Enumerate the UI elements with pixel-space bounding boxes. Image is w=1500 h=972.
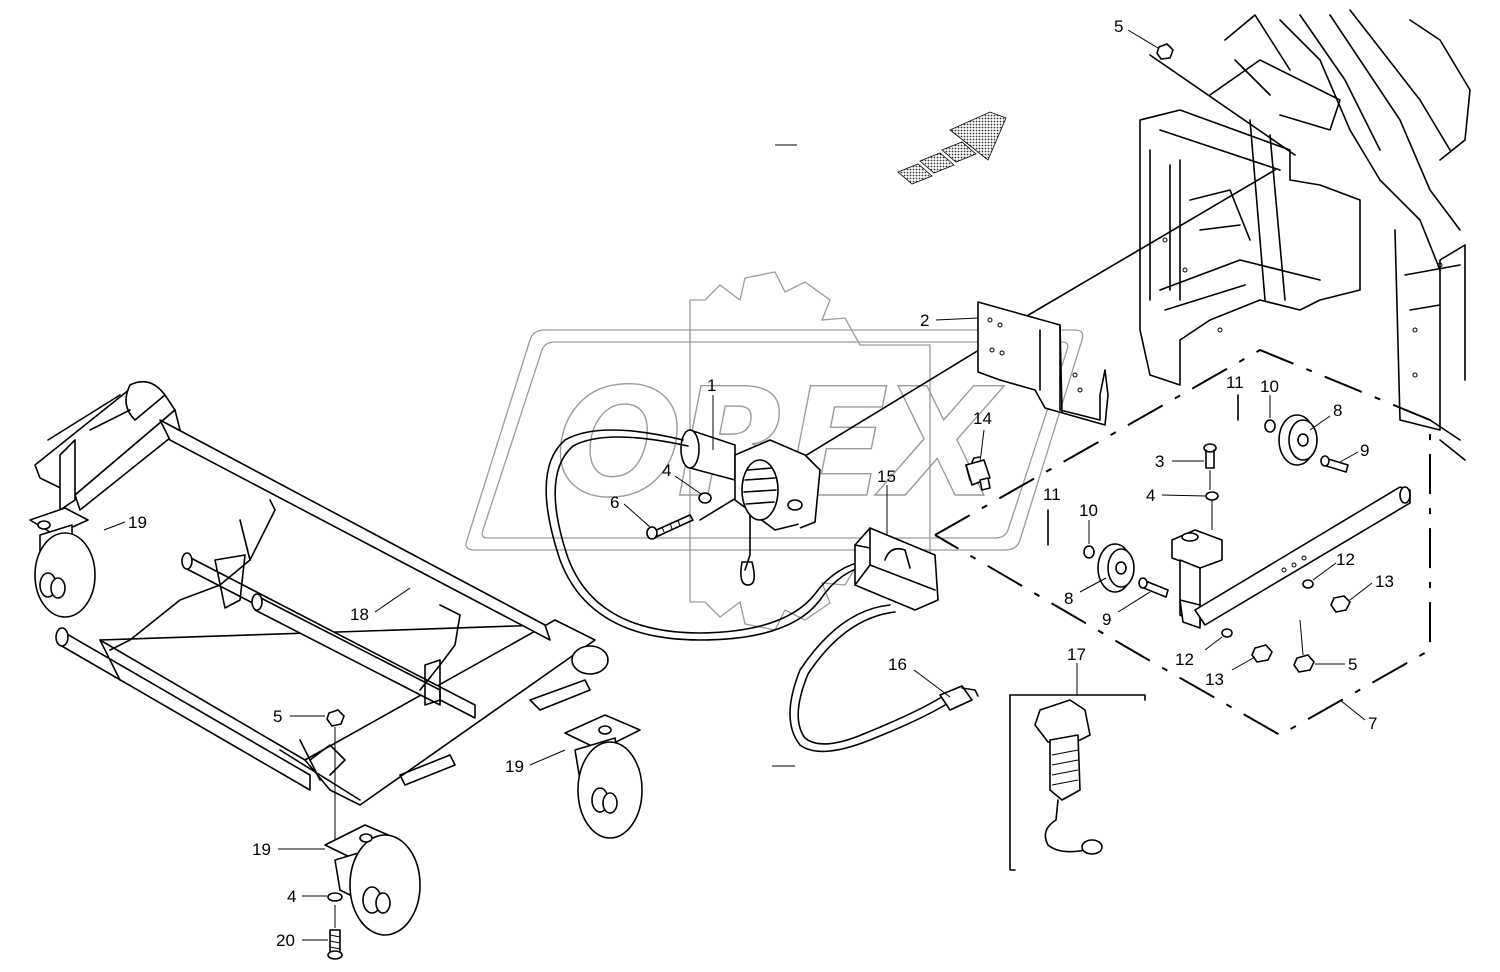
- washer-4c: [327, 892, 343, 902]
- callout-19a: 19: [128, 513, 147, 532]
- callout-4a: 4: [662, 461, 671, 480]
- washer-4b: [1205, 491, 1219, 501]
- callout-12a: 12: [1336, 550, 1355, 569]
- callout-10a: 10: [1260, 377, 1279, 396]
- callout-5b: 5: [1348, 655, 1357, 674]
- nut-5b: [1293, 654, 1315, 673]
- callout-17: 17: [1067, 645, 1086, 664]
- switch-14: [965, 456, 991, 491]
- callout-2: 2: [920, 311, 929, 330]
- callout-7: 7: [1368, 714, 1377, 733]
- pulley-8a: [1278, 414, 1318, 466]
- group-boundary-7: [934, 348, 1431, 737]
- callout-12b: 12: [1175, 650, 1194, 669]
- callout-13a: 13: [1375, 572, 1394, 591]
- callout-8b: 8: [1064, 589, 1073, 608]
- washer-4: [698, 492, 712, 504]
- callout-9b: 9: [1102, 610, 1111, 629]
- callout-3: 3: [1155, 452, 1164, 471]
- machine-frame: [1139, 9, 1471, 461]
- callouts: 5 2 1 4 6 14 15 16 17 11 11 10 10 8 8 9 …: [103, 17, 1394, 950]
- callout-18: 18: [350, 605, 369, 624]
- caster-19b: [564, 714, 643, 839]
- callout-5a: 5: [1114, 17, 1123, 36]
- callout-4b: 4: [1146, 486, 1155, 505]
- winch-motor: [680, 429, 821, 586]
- nut-13a: [1330, 595, 1351, 613]
- plug-16: [939, 685, 979, 711]
- callout-10b: 10: [1079, 501, 1098, 520]
- callout-19b: 19: [505, 757, 524, 776]
- callout-16: 16: [888, 655, 907, 674]
- pulley-8b: [1097, 543, 1135, 593]
- callout-11b: 11: [1043, 485, 1061, 504]
- pin-9a: [1320, 455, 1349, 473]
- pin-9b: [1138, 577, 1169, 598]
- direction-arrow-icon: [897, 111, 1007, 185]
- callout-8a: 8: [1333, 401, 1342, 420]
- callout-9a: 9: [1360, 441, 1369, 460]
- callout-5c: 5: [273, 707, 282, 726]
- nut-5c: [326, 709, 345, 727]
- bolt-3: [1203, 443, 1217, 469]
- callout-15: 15: [877, 467, 896, 486]
- washer-12a: [1302, 579, 1314, 589]
- receiver-17: [1009, 694, 1146, 871]
- bolt-20: [327, 929, 343, 960]
- trolley-frame: [34, 380, 609, 806]
- pulley-bracket: [1171, 486, 1411, 629]
- callout-11a: 11: [1226, 373, 1244, 392]
- washer-12b: [1221, 628, 1233, 638]
- mounting-bracket: [977, 301, 1109, 426]
- callout-13b: 13: [1205, 670, 1224, 689]
- caster-19a: [29, 507, 96, 618]
- nut-5a: [1156, 43, 1174, 60]
- control-box: [854, 527, 939, 611]
- callout-20: 20: [276, 931, 295, 950]
- callout-4c: 4: [287, 887, 296, 906]
- callout-19c: 19: [252, 840, 271, 859]
- nut-13b: [1251, 644, 1273, 663]
- caster-19c: [324, 824, 421, 936]
- washer-10a: [1264, 419, 1276, 433]
- callout-1: 1: [707, 376, 716, 395]
- callout-14: 14: [973, 409, 992, 428]
- callout-6: 6: [610, 493, 619, 512]
- washer-10b: [1083, 545, 1095, 559]
- bolt-6: [646, 514, 694, 540]
